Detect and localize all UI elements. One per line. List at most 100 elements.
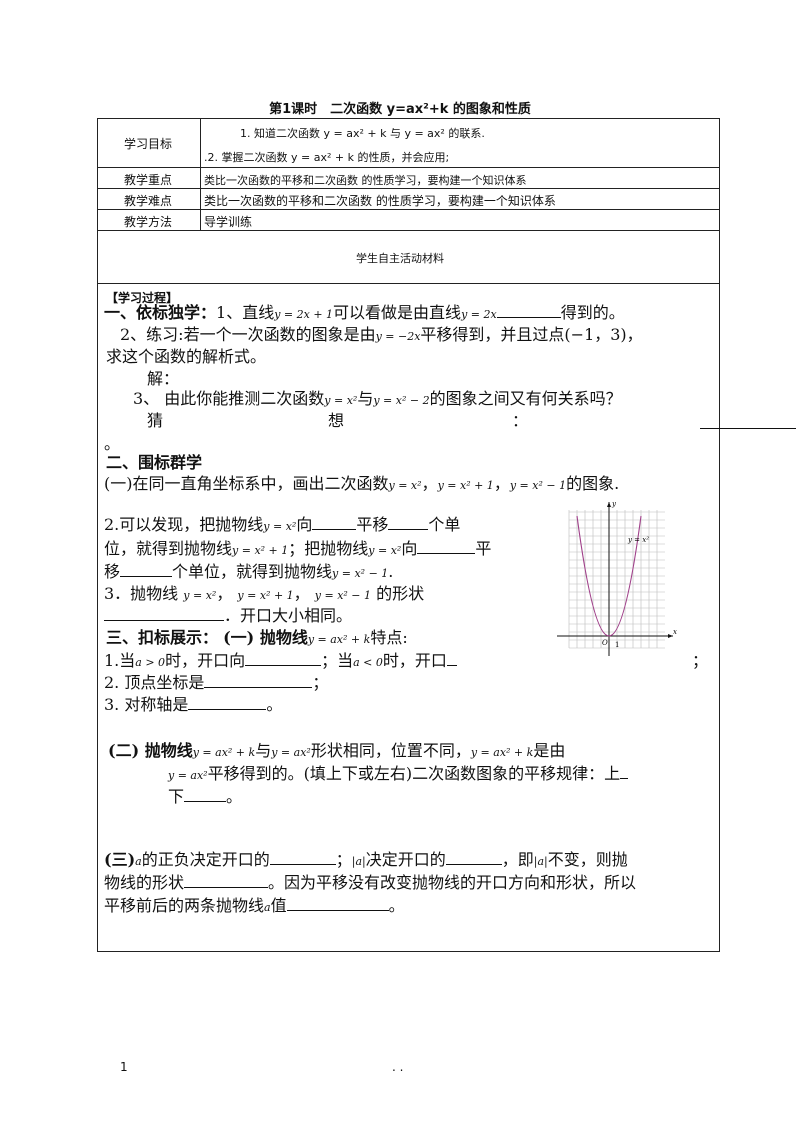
guess-blank[interactable] xyxy=(700,428,796,429)
blank[interactable] xyxy=(312,515,357,530)
blank[interactable] xyxy=(104,606,224,621)
s1-q3b: 与 xyxy=(357,389,374,408)
s1-q2b: 平移得到，并且过点(−1，3)， xyxy=(420,325,643,344)
blank[interactable] xyxy=(120,562,173,577)
s1-q1c: 得到的。 xyxy=(560,303,625,322)
eq-p: y = ax² + k xyxy=(470,746,534,759)
process-header: 【学习过程】 xyxy=(106,291,179,305)
s3-two-line-1: (二) 抛物线y = ax² + k与y = ax²形状相同，位置不同，y = … xyxy=(108,740,565,764)
key-points-text: 类比一次函数的平移和二次函数 的性质学习，要构建一个知识体系 xyxy=(204,174,527,187)
s3-two-line-3: 下。 xyxy=(168,786,242,808)
eq-j: y = x² − 1 xyxy=(314,589,372,602)
s3-two-d: 是由 xyxy=(533,741,566,760)
table-frame xyxy=(97,118,720,952)
s1-q1a: 1、直线 xyxy=(216,303,275,322)
s3-two-f: 下 xyxy=(168,787,185,806)
row-divider xyxy=(97,283,720,284)
blank[interactable] xyxy=(286,896,389,911)
eq-d: y = x² xyxy=(263,520,297,533)
s1-line-2: 2、练习:若一个一次函数的图象是由y = −2x平移得到，并且过点(−1，3)， xyxy=(120,324,643,348)
materials-heading: 学生自主活动材料 xyxy=(356,252,444,265)
s1-guess-1: 猜 xyxy=(147,411,164,430)
row-divider xyxy=(97,230,720,231)
s2-2e: 位，就得到抛物线 xyxy=(104,539,233,558)
eq-o: y = ax² xyxy=(271,746,311,759)
eq-c: y = x² − 1 xyxy=(509,479,567,492)
s2-line-6: ．开口大小相同。 xyxy=(104,605,352,627)
s3-three-line-1: (三)a的正负决定开口的；|a|决定开口的，即|a|不变，则抛 xyxy=(104,849,628,873)
graph-grid xyxy=(568,510,665,649)
s3-line-3: 2. 顶点坐标是 ； xyxy=(104,672,328,694)
s2-line-3: 位，就得到抛物线y = x² + 1；把抛物线y = x²向平 xyxy=(104,538,491,562)
s2-3a: 3．抛物线 xyxy=(104,584,179,603)
eq-k: y = ax² + k xyxy=(307,633,371,646)
blank[interactable] xyxy=(204,673,313,688)
s3-p2b: ； xyxy=(312,673,329,692)
eq-l: a > 0 xyxy=(135,656,166,669)
s3-two-line-2: y = ax²平移得到的。(填上下或左右)二次函数图象的平移规律：上 xyxy=(168,763,629,787)
blank[interactable] xyxy=(184,787,227,802)
s2-2f: ；把抛物线 xyxy=(288,539,369,558)
blank[interactable] xyxy=(245,651,322,666)
y-axis-arrow xyxy=(607,502,611,507)
row-label-goals: 学习目标 xyxy=(123,137,172,151)
s2-3b: 的形状 xyxy=(376,584,425,603)
eq-r: a xyxy=(135,855,142,868)
s2-title: 二、围标群学 xyxy=(106,453,203,472)
blank[interactable] xyxy=(620,764,629,779)
blank[interactable] xyxy=(496,303,561,318)
x-axis-label: x xyxy=(673,628,677,636)
eq-s: |a| xyxy=(351,855,366,868)
s3-line-1: 三、扣标展示： (一) 抛物线y = ax² + k特点: xyxy=(106,627,408,651)
row-label-difficulties: 教学难点 xyxy=(123,194,172,208)
eq-i: y = x² + 1 xyxy=(237,589,294,602)
eq-parabola-1: y = x² xyxy=(324,394,358,407)
blank[interactable] xyxy=(446,651,457,666)
eq-b: y = x² + 1 xyxy=(437,479,494,492)
s1-q3c: 的图象之间又有何关系吗？ xyxy=(429,389,622,408)
s3-three-a: (三) xyxy=(104,850,136,869)
s3-three-h: 。因为平移没有改变抛物线的开口方向和形状，所以 xyxy=(268,873,637,892)
s3-p1c: ；当 xyxy=(321,651,354,670)
s2-1b: 的图象. xyxy=(566,474,620,493)
s3-line-2: 1.当a > 0时，开口向；当a < 0时，开口 xyxy=(104,650,457,674)
page-number: 1 xyxy=(120,1060,128,1074)
s3-three-d: 决定开口的 xyxy=(365,850,446,869)
blank[interactable] xyxy=(388,515,429,530)
eq-h: y = x² xyxy=(183,589,217,602)
s3-two-g: 。 xyxy=(226,787,243,806)
page-title: 第1课时 二次函数 y=ax²+k 的图象和性质 xyxy=(269,102,531,117)
s3-sub1b: 特点: xyxy=(370,628,408,647)
s3-p1a: 1.当 xyxy=(104,651,136,670)
s3-p3b: 。 xyxy=(266,695,283,714)
s1-guess-3: ： xyxy=(512,411,529,430)
blank[interactable] xyxy=(184,873,269,888)
y-axis-label: y xyxy=(611,500,617,508)
row-divider xyxy=(97,167,720,168)
s3-line-4: 3. 对称轴是 。 xyxy=(104,694,282,716)
blank[interactable] xyxy=(269,850,336,865)
s2-2c: 平移 xyxy=(356,515,389,534)
eq-e: y = x² + 1 xyxy=(232,544,289,557)
tick-label: 1 xyxy=(615,641,619,649)
blank[interactable] xyxy=(445,850,502,865)
s3-two-e: 平移得到的。(填上下或左右)二次函数图象的平移规律：上 xyxy=(207,764,621,783)
s2-2a: 2.可以发现，把抛物线 xyxy=(104,515,264,534)
s1-guess-2: 想 xyxy=(328,411,345,430)
s1-q2a: 2、练习:若一个一次函数的图象是由 xyxy=(120,325,376,344)
blank[interactable] xyxy=(188,695,267,710)
s3-p3: 3. 对称轴是 xyxy=(104,695,189,714)
s3-two-a: (二) 抛物线 xyxy=(108,741,193,760)
eq-n: y = ax² + k xyxy=(192,746,256,759)
s3-p1e: ； xyxy=(692,651,709,670)
s3-three-j: 值 xyxy=(270,896,287,915)
s1-dot: 。 xyxy=(104,434,121,453)
eq-line-3: y = −2x xyxy=(375,330,421,343)
s3-three-b: 的正负决定开口的 xyxy=(141,850,270,869)
s3-three-g: 物线的形状 xyxy=(104,873,185,892)
blank[interactable] xyxy=(417,539,476,554)
s3-three-c: ； xyxy=(335,850,352,869)
s3-p2: 2. 顶点坐标是 xyxy=(104,673,205,692)
eq-a: y = x² xyxy=(388,479,422,492)
